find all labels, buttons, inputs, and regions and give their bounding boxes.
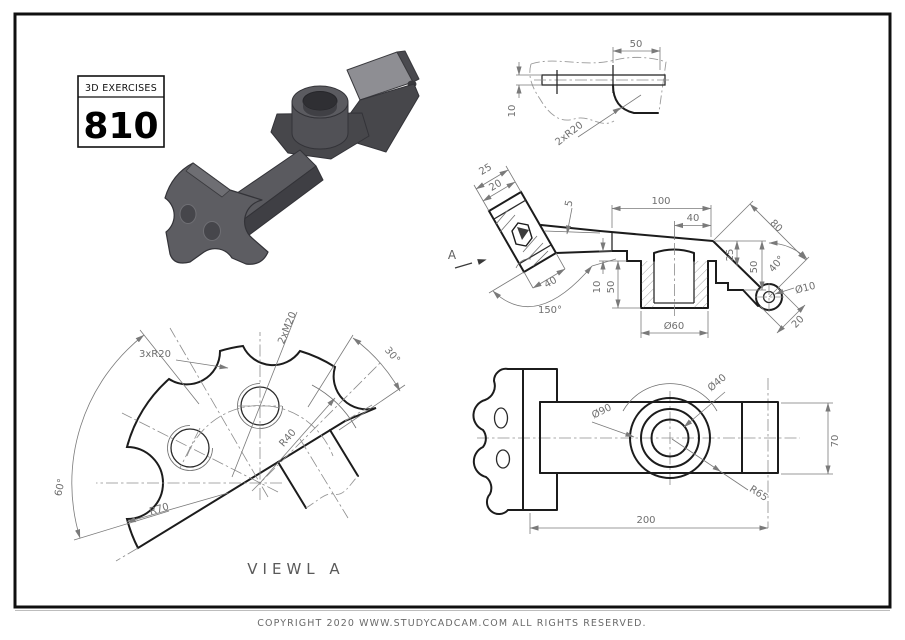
dim-width-70: 70: [830, 435, 841, 448]
dim-outer-radius-R70: R70: [148, 502, 170, 518]
thread-cone: [517, 227, 529, 240]
disc-edges: [556, 65, 614, 94]
model-bore-wall: [303, 101, 337, 117]
dim-length-100: 100: [651, 196, 670, 207]
sheet-border: [13, 12, 892, 611]
boss-wall-hatch-left: [641, 261, 654, 308]
r65-arrow: [712, 464, 721, 472]
aux-tab-edges: [277, 429, 359, 509]
aux-outline: [125, 344, 377, 550]
dim-boss-depth-50: 50: [606, 281, 617, 294]
dim-hole-dia40: Ø40: [705, 371, 729, 393]
dim-disc-width-40: 40: [542, 275, 559, 291]
hatch-lines: [495, 209, 549, 267]
dim-holes-2xM20: 2xM20: [276, 310, 299, 345]
dim-boss-dia90: Ø90: [590, 401, 614, 421]
dim-width-50: 50: [630, 39, 643, 50]
model-flap-edge: [396, 50, 420, 83]
dim-end-width-20: 20: [790, 314, 807, 331]
model-disc-hole-2: [203, 221, 221, 241]
dim-drop-lower-50: 50: [749, 261, 760, 274]
dim-disc-angle-150deg: 150°: [538, 305, 562, 316]
model-boss-bore: [302, 91, 338, 111]
dim-fillet-2xR20: 2xR20: [553, 120, 585, 148]
exercise-label-box: 3D EXERCISES 810: [77, 75, 165, 148]
dim-arm-80: 80: [767, 218, 784, 235]
view-direction-letter: A: [448, 248, 457, 262]
dim-step-height-10: 10: [592, 281, 603, 294]
break-line-top: [530, 56, 667, 113]
dim-arm-angle-40deg: 40°: [767, 254, 787, 275]
dim-scallops-3xR20: 3xR20: [139, 349, 171, 360]
exercise-series-label: 3D EXERCISES: [85, 83, 157, 94]
dim-angle-30deg: 30°: [382, 345, 402, 366]
dim-hole-dia10: Ø10: [794, 280, 817, 297]
iso-3d-model: [164, 50, 420, 265]
aux-tab-break: [305, 475, 359, 509]
dim-offset-40: 40: [687, 213, 700, 224]
arm-outline: [539, 401, 779, 474]
dim-step-inner-20: 20: [487, 178, 504, 194]
view-direction-arrow: [477, 259, 487, 265]
fillet-profile: [612, 84, 659, 114]
flange-hole-2: [495, 449, 511, 469]
dim-thickness-10: 10: [507, 105, 518, 118]
view-aux: 3xR20 2xM20 R40 30° 60° R70 VIEWL A: [53, 310, 406, 578]
flange-hole-1: [493, 407, 509, 429]
dim-length-200: 200: [636, 515, 655, 526]
dim-taper-5: 5: [564, 199, 576, 208]
view-top-partial: 50 10 2xR20: [507, 39, 672, 148]
dim-drop-upper-25: 25: [725, 249, 736, 262]
view-side: Ø90 Ø40 R65 70 200: [472, 367, 841, 534]
dim-blend-radius-R65: R65: [747, 484, 770, 504]
boss-outer-circle: [629, 397, 711, 479]
aux-view-title: VIEWL A: [247, 560, 344, 578]
copyright-footer: COPYRIGHT 2020 WWW.STUDYCADCAM.COM ALL R…: [257, 618, 646, 629]
model-disc-hole-1: [179, 204, 197, 224]
break-line-bottom: [529, 63, 615, 124]
leader-arrow: [612, 107, 621, 115]
boss-bore-circle: [650, 418, 690, 458]
aux-hole-2: [170, 428, 210, 468]
dim-boss-dia60: Ø60: [664, 320, 685, 332]
model-disc: [164, 162, 269, 265]
dim-bolt-radius-R40: R40: [278, 427, 299, 449]
boss-mid-circle: [640, 408, 700, 468]
dim-angle-60deg: 60°: [53, 478, 67, 498]
exercise-number: 810: [83, 106, 158, 147]
aux-bolt-circle: [186, 405, 334, 457]
view-front-section: A 25 20 5: [448, 162, 817, 338]
model-disc-top-edge: [185, 162, 231, 198]
boss-wall-hatch-right: [694, 261, 708, 308]
flange-scalloped-edge: [472, 367, 509, 516]
dim-step-outer-25: 25: [477, 162, 494, 178]
